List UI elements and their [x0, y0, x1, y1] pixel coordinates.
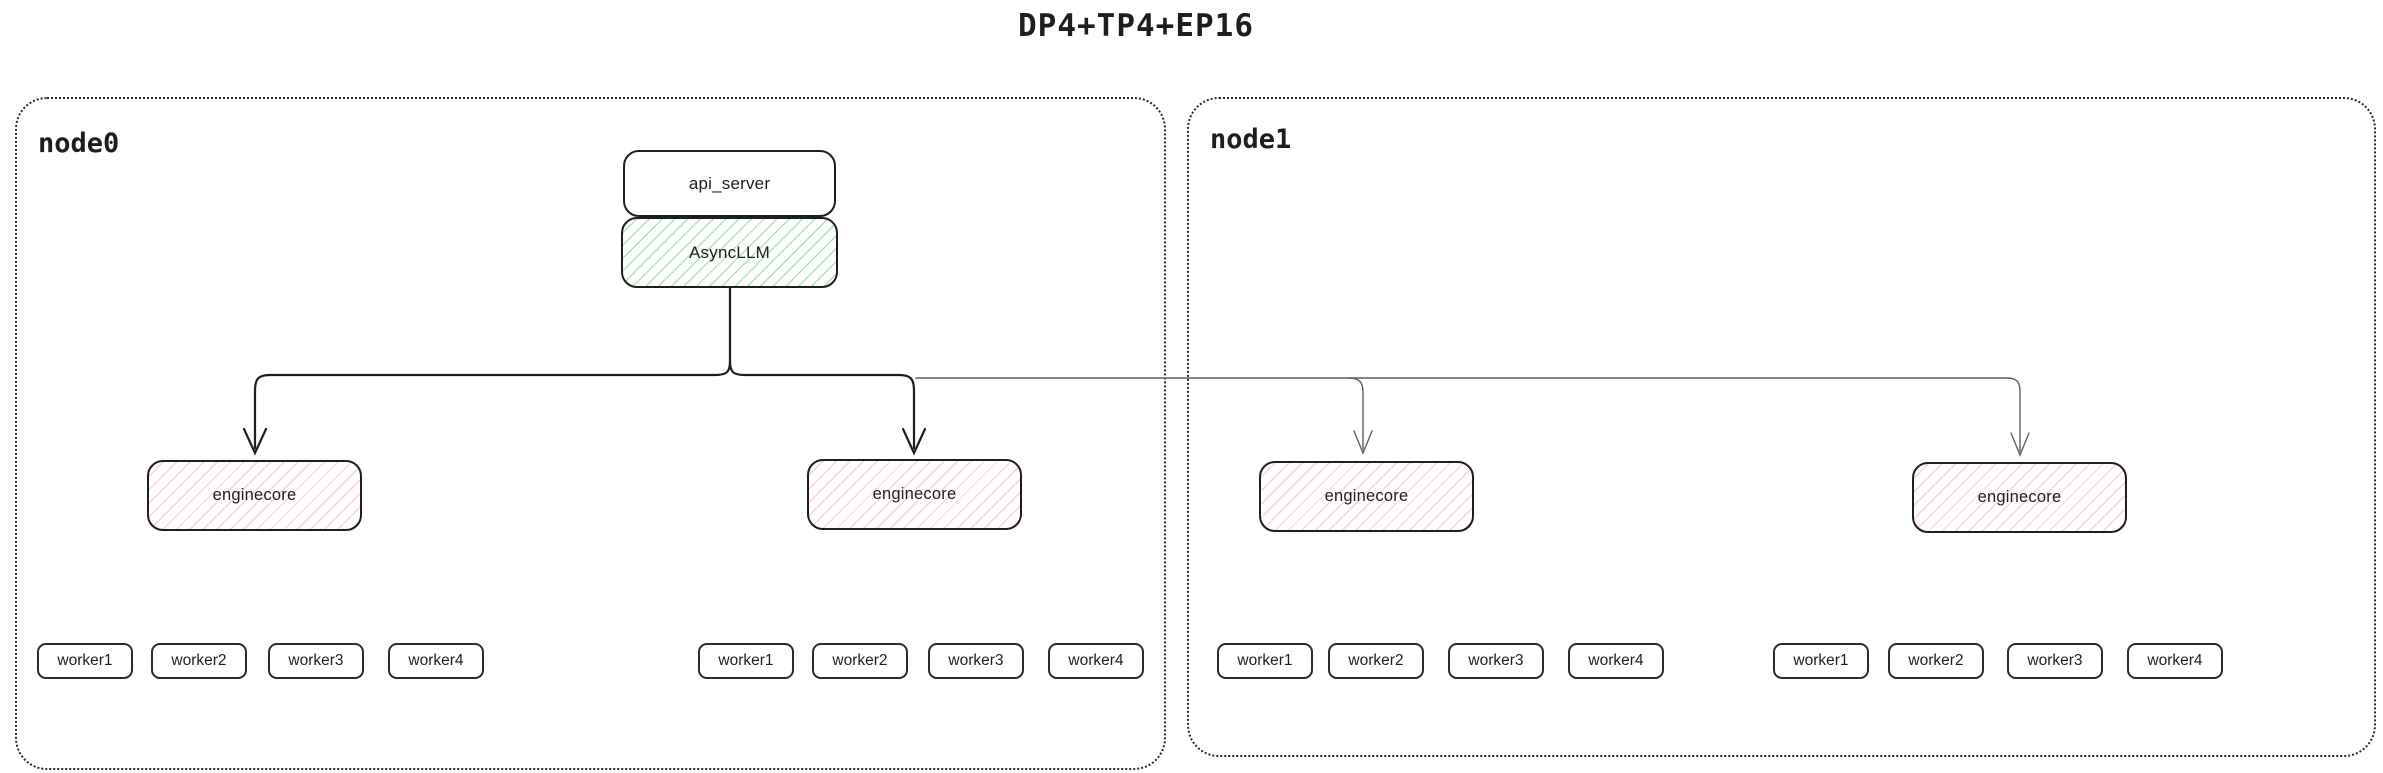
enginecore-label: enginecore	[872, 485, 957, 503]
worker-label: worker4	[408, 652, 464, 669]
arrowhead-icon	[1353, 430, 1373, 455]
arrowhead-icon	[901, 427, 927, 456]
enginecore-label: enginecore	[1977, 488, 2062, 506]
node1-label: node1	[1210, 124, 1292, 155]
enginecore-label: enginecore	[212, 486, 297, 504]
enginecore-box-node1-2: enginecore	[1912, 462, 2127, 533]
worker-box: worker2	[1888, 643, 1984, 679]
asyncllm-box: AsyncLLM	[621, 217, 838, 288]
enginecore-box-node1-1: enginecore	[1259, 461, 1474, 532]
worker-box: worker1	[37, 643, 133, 679]
worker-label: worker1	[718, 652, 774, 669]
branch-ec3-line	[1348, 377, 1364, 450]
worker-label: worker3	[288, 652, 344, 669]
branch-ec4-line	[2006, 377, 2021, 452]
worker-box: worker4	[388, 643, 484, 679]
worker-box: worker2	[1328, 643, 1424, 679]
worker-label: worker3	[2027, 652, 2083, 669]
worker-box: worker1	[698, 643, 794, 679]
worker-box: worker1	[1773, 643, 1869, 679]
worker-label: worker1	[1793, 652, 1849, 669]
worker-label: worker3	[1468, 652, 1524, 669]
api-server-label: api_server	[688, 173, 771, 193]
worker-label: worker1	[1237, 652, 1293, 669]
worker-label: worker4	[1068, 652, 1124, 669]
worker-box: worker3	[2007, 643, 2103, 679]
worker-box: worker2	[812, 643, 908, 679]
worker-box: worker3	[268, 643, 364, 679]
node0-container	[15, 97, 1166, 770]
worker-box: worker3	[1448, 643, 1544, 679]
worker-box: worker2	[151, 643, 247, 679]
enginecore-box-node0-1: enginecore	[147, 460, 362, 531]
api-server-box: api_server	[623, 150, 836, 217]
enginecore-box-node0-2: enginecore	[807, 459, 1022, 530]
worker-label: worker2	[1908, 652, 1964, 669]
branch-right-line	[728, 359, 916, 450]
worker-label: worker4	[1588, 652, 1644, 669]
diagram-title: DP4+TP4+EP16	[1018, 8, 1254, 44]
worker-label: worker2	[171, 652, 227, 669]
worker-box: worker4	[1568, 643, 1664, 679]
worker-label: worker2	[832, 652, 888, 669]
worker-box: worker1	[1217, 643, 1313, 679]
asyncllm-label: AsyncLLM	[689, 242, 770, 262]
arrowhead-icon	[242, 427, 268, 456]
worker-label: worker1	[57, 652, 113, 669]
node1-container	[1187, 97, 2376, 757]
worker-box: worker4	[2127, 643, 2223, 679]
arrowhead-icon	[2010, 432, 2030, 457]
branch-left-line	[253, 359, 732, 450]
worker-label: worker4	[2147, 652, 2203, 669]
worker-label: worker2	[1348, 652, 1404, 669]
worker-label: worker3	[948, 652, 1004, 669]
enginecore-label: enginecore	[1324, 487, 1409, 505]
node0-label: node0	[38, 128, 120, 159]
worker-box: worker3	[928, 643, 1024, 679]
worker-box: worker4	[1048, 643, 1144, 679]
